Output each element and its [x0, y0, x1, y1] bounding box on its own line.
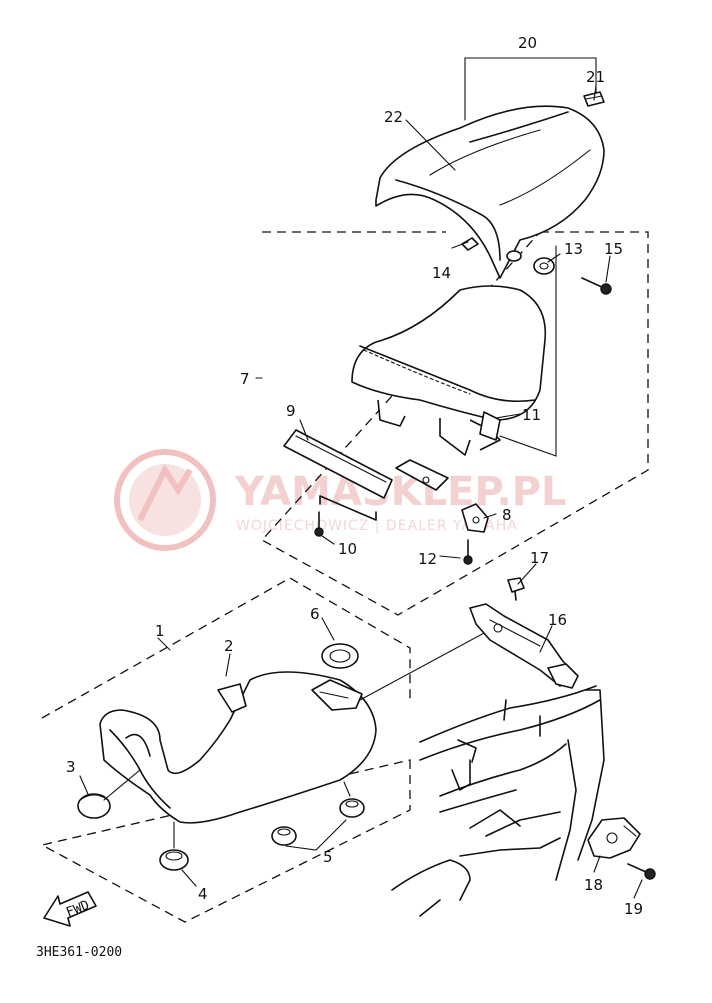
screw-15-icon: [581, 277, 612, 295]
label-4: 4: [198, 885, 208, 903]
grommet-6-icon: [321, 643, 359, 669]
group-7-boundary: [260, 231, 649, 616]
leader-lines-upper: [255, 85, 611, 559]
label-13: 13: [564, 240, 583, 258]
damper-5-icons: [271, 798, 365, 846]
fwd-arrow-icon: FWD: [43, 891, 97, 927]
label-22: 22: [384, 108, 403, 126]
watermark-subtitle: WOJCIECHOWICZ | DEALER YAMAHA: [236, 518, 518, 534]
label-16: 16: [548, 611, 567, 629]
label-14: 14: [432, 264, 451, 282]
leader-lines-lock: [517, 563, 643, 899]
part-labels: 1 2 3 4 5 6 7 8 9 10 11 12 13 14 15 16 1…: [66, 34, 643, 918]
drawing-code: 3HE361-0200: [36, 945, 122, 960]
watermark-logo-icon: [114, 449, 216, 551]
cushion-3-icon: [77, 793, 111, 819]
label-1: 1: [155, 622, 165, 640]
bracket-8: [395, 459, 489, 533]
label-8: 8: [502, 506, 512, 524]
watermark: YAMASKLEP.PL WOJCIECHOWICZ | DEALER YAMA…: [114, 449, 566, 551]
bolt-12-icon: [463, 539, 473, 565]
label-2: 2: [224, 637, 234, 655]
seat-cowl: [375, 105, 605, 279]
label-21: 21: [586, 68, 605, 86]
label-6: 6: [310, 605, 320, 623]
label-18: 18: [584, 876, 603, 894]
label-11: 11: [522, 406, 541, 424]
label-3: 3: [66, 758, 76, 776]
leader-lines-lower: [79, 617, 487, 887]
label-12: 12: [418, 550, 437, 568]
label-17: 17: [530, 549, 549, 567]
group-1-boundary: [40, 577, 411, 923]
label-20: 20: [518, 34, 537, 52]
frame: [391, 685, 605, 917]
label-19: 19: [624, 900, 643, 918]
seat-lock-assembly: [469, 577, 579, 689]
seat-hook-bracket: [311, 679, 363, 711]
damper-4-icon: [159, 849, 189, 871]
watermark-brand: YAMASKLEP.PL: [234, 469, 566, 515]
bolt-10-icon: [314, 511, 324, 537]
rear-seat-cushion: [351, 285, 547, 456]
pin-14-icon: [461, 237, 479, 251]
lock-18-icon: [587, 817, 641, 859]
bracket-9: [283, 429, 393, 521]
label-5: 5: [323, 848, 333, 866]
label-15: 15: [604, 240, 623, 258]
collar-13-icon: [506, 250, 555, 275]
label-9: 9: [286, 402, 296, 420]
label-10: 10: [338, 540, 357, 558]
label-7: 7: [240, 370, 250, 388]
callout-bracket-20: [464, 57, 597, 121]
screw-19-icon: [627, 863, 656, 880]
